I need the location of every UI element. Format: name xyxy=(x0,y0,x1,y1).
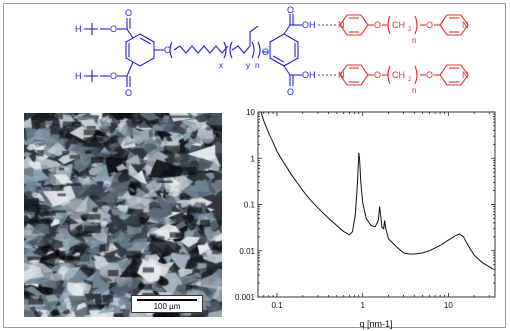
scale-bar-label: 100 µm xyxy=(153,302,181,311)
o-label-1: O xyxy=(110,24,117,34)
n-ring-4: N xyxy=(462,70,469,80)
oh-label-bottom: OH xyxy=(302,70,316,80)
n-ring-1: N xyxy=(338,20,345,30)
o-red-1: O xyxy=(374,20,381,30)
x-tick-label: 0.1 xyxy=(271,301,283,310)
scattering-curve xyxy=(260,111,494,270)
o-label-8: O xyxy=(287,87,294,97)
micrograph-texture xyxy=(24,113,222,317)
n-red-sub-2: n xyxy=(412,86,416,95)
hydrogen-bond-dashes xyxy=(318,24,338,76)
x-axis-label: q [nm-1] xyxy=(359,319,392,329)
blue-polymer-part xyxy=(84,14,302,87)
y-tick-label: 10 xyxy=(246,108,255,117)
chemical-scheme: H H O O O O O O O O OH OH x y n xyxy=(75,6,469,98)
n-ring-3: N xyxy=(338,70,345,80)
oh-label-top: OH xyxy=(302,20,316,30)
y-tick-label: 0.01 xyxy=(239,247,255,256)
h-label-top: H xyxy=(75,24,82,34)
y-subscript: y xyxy=(246,61,250,70)
o-label-7: O xyxy=(287,6,294,15)
h-label-bottom: H xyxy=(75,71,82,81)
y-tick-label: 0.001 xyxy=(235,293,256,302)
red-pyridine-part xyxy=(339,14,469,86)
x-subscript: x xyxy=(219,61,223,70)
n-subscript: n xyxy=(255,61,259,70)
polarized-micrograph xyxy=(24,113,222,317)
n-red-sub-1: n xyxy=(412,36,416,45)
ch2-label-2: CH xyxy=(392,70,405,80)
scale-bar: 100 µm xyxy=(131,295,203,313)
o-red-2: O xyxy=(426,20,433,30)
ch2-sub-2: 2 xyxy=(408,77,412,83)
x-tick-label: 1 xyxy=(360,301,365,310)
o-label-6: O xyxy=(262,47,269,57)
plot-frame xyxy=(257,111,496,298)
figure-frame xyxy=(3,3,506,328)
o-label-5: O xyxy=(164,45,171,55)
y-tick-label: 0.1 xyxy=(244,201,256,210)
ch2-sub-1: 2 xyxy=(408,27,412,33)
o-red-4: O xyxy=(426,70,433,80)
y-tick-label: 1 xyxy=(251,154,256,163)
o-label-4: O xyxy=(125,88,132,98)
o-red-3: O xyxy=(374,70,381,80)
ch2-label-1: CH xyxy=(392,20,405,30)
x-tick-label: 10 xyxy=(444,301,453,310)
o-label-3: O xyxy=(125,8,132,18)
o-label-2: O xyxy=(110,71,117,81)
n-ring-2: N xyxy=(462,20,469,30)
scale-bar-line xyxy=(137,299,197,301)
